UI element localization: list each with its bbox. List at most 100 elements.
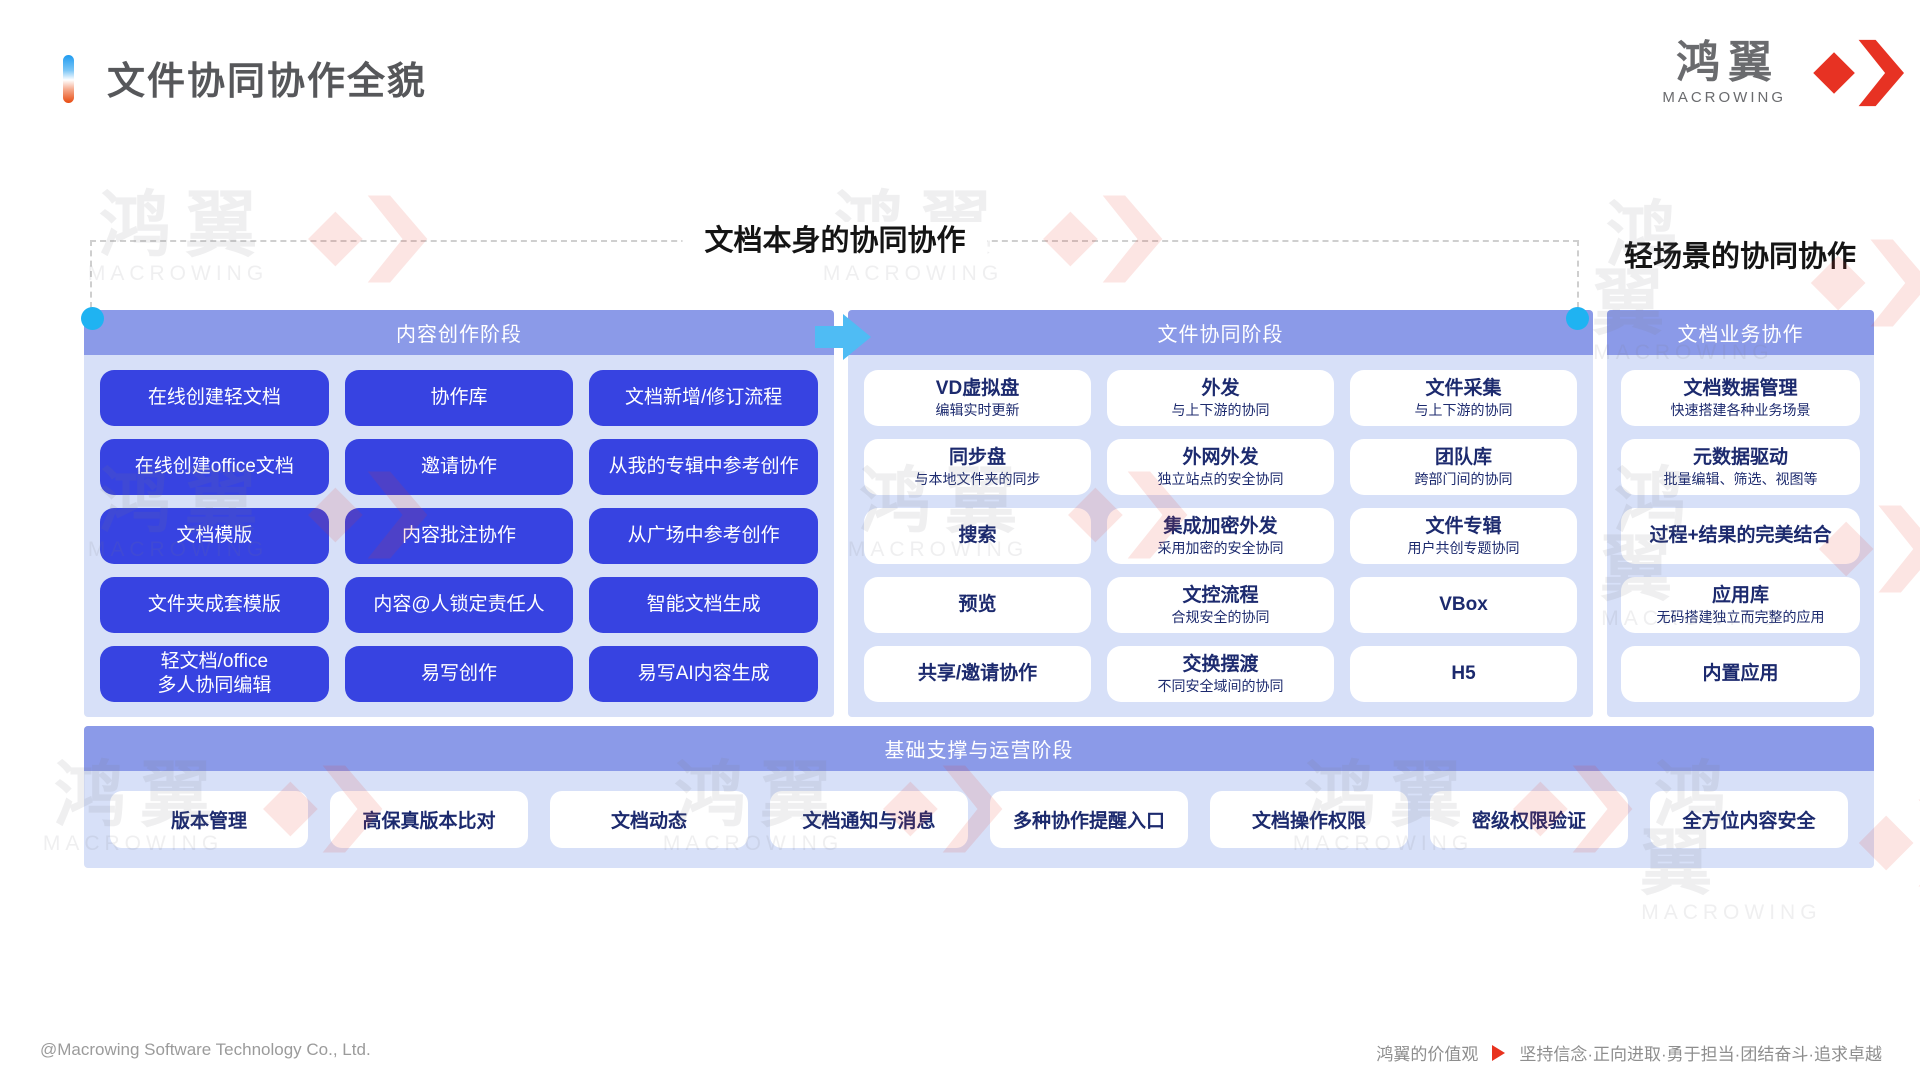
flow-arrow-icon (815, 314, 871, 360)
feature-subtitle: 编辑实时更新 (935, 401, 1020, 418)
collab-column-2: 外发 与上下游的协同 外网外发 独立站点的安全协同 集成加密外发 采用加密的安全… (1107, 370, 1334, 702)
values-label: 鸿翼的价值观 (1376, 1045, 1479, 1064)
brand-name: 鸿翼 (1676, 37, 1781, 87)
red-triangle-icon (1492, 1044, 1506, 1061)
values-text: 坚持信念·正向进取·勇于担当·团结奋斗·追求卓越 (1519, 1045, 1882, 1064)
feature-title: 同步盘 (948, 446, 1006, 468)
collab-feature-card: 共享/邀请协作 (864, 646, 1091, 702)
panel-body: 版本管理 高保真版本比对 文档动态 文档通知与消息 多种协作提醒入口 文档操作权… (84, 771, 1874, 848)
section-label-document-collab: 文档本身的协同协作 (682, 222, 988, 260)
collab-feature-card: VBox (1350, 577, 1577, 633)
feature-subtitle: 采用加密的安全协同 (1157, 539, 1284, 556)
business-feature-card: 内置应用 (1621, 646, 1860, 702)
feature-title: 过程+结果的完美结合 (1649, 524, 1832, 546)
panel-body: VD虚拟盘 编辑实时更新 同步盘 与本地文件夹的同步 搜索 预览 共享/邀请协作 (848, 355, 1593, 717)
panel-body: 文档数据管理 快速搭建各种业务场景 元数据驱动 批量编辑、筛选、视图等 过程+结… (1607, 355, 1874, 717)
feature-subtitle: 无码搭建独立而完整的应用 (1656, 608, 1825, 625)
feature-title: 应用库 (1711, 584, 1769, 606)
collab-feature-card: H5 (1350, 646, 1577, 702)
bracket-vertical-line-right (1577, 240, 1579, 308)
collab-column-1: VD虚拟盘 编辑实时更新 同步盘 与本地文件夹的同步 搜索 预览 共享/邀请协作 (864, 370, 1091, 702)
page-title: 文件协同协作全貌 (107, 61, 428, 103)
panel-content-creation: 内容创作阶段 在线创建轻文档 在线创建office文档 文档模版 文件夹成套模版… (84, 310, 834, 717)
creation-feature-box: 内容@人锁定责任人 (344, 577, 574, 633)
foundation-feature-box: 全方位内容安全 (1650, 791, 1848, 848)
feature-title: 外发 (1201, 377, 1240, 399)
feature-title: VBox (1439, 593, 1488, 615)
creation-column-2: 协作库 邀请协作 内容批注协作 内容@人锁定责任人 易写创作 (344, 370, 574, 702)
collab-feature-card: 搜索 (864, 508, 1091, 564)
creation-feature-box: 在线创建office文档 (100, 439, 329, 495)
collab-feature-card: 团队库 跨部门间的协同 (1350, 439, 1577, 495)
feature-subtitle: 与本地文件夹的同步 (914, 470, 1041, 487)
collab-feature-card: 外网外发 独立站点的安全协同 (1107, 439, 1334, 495)
panel-title: 内容创作阶段 (84, 310, 834, 355)
watermark-subtext: MACROWING (87, 262, 269, 286)
feature-subtitle: 批量编辑、筛选、视图等 (1663, 470, 1818, 487)
business-feature-card: 元数据驱动 批量编辑、筛选、视图等 (1621, 439, 1860, 495)
feature-title: 搜索 (958, 524, 997, 546)
feature-subtitle: 用户共创专题协同 (1407, 539, 1520, 556)
creation-column-3: 文档新增/修订流程 从我的专辑中参考创作 从广场中参考创作 智能文档生成 易写A… (589, 370, 819, 702)
feature-subtitle: 跨部门间的协同 (1414, 470, 1513, 487)
panel-title: 文档业务协作 (1607, 310, 1874, 355)
foundation-feature-box: 版本管理 (110, 791, 308, 848)
collab-feature-card: 文控流程 合规安全的协同 (1107, 577, 1334, 633)
copyright-text: @Macrowing Software Technology Co., Ltd. (40, 1040, 371, 1059)
creation-feature-box: 从广场中参考创作 (589, 508, 819, 564)
collab-feature-card: 文件采集 与上下游的协同 (1350, 370, 1577, 426)
feature-title: 外网外发 (1182, 446, 1259, 468)
watermark-text: 鸿翼 (99, 186, 272, 266)
foundation-feature-box: 多种协作提醒入口 (990, 791, 1188, 848)
creation-feature-box: 智能文档生成 (589, 577, 819, 633)
creation-feature-box: 文档新增/修订流程 (589, 370, 819, 426)
panel-file-collaboration: 文件协同阶段 VD虚拟盘 编辑实时更新 同步盘 与本地文件夹的同步 搜索 预览 (848, 310, 1593, 717)
brand-logo: 鸿翼 MACROWING (1662, 38, 1904, 108)
creation-feature-box: 轻文档/office 多人协同编辑 (100, 646, 329, 702)
creation-feature-box: 文档模版 (100, 508, 329, 564)
panel-body: 在线创建轻文档 在线创建office文档 文档模版 文件夹成套模版 轻文档/of… (84, 355, 834, 717)
collab-feature-card: 集成加密外发 采用加密的安全协同 (1107, 508, 1334, 564)
feature-subtitle: 不同安全域间的协同 (1157, 677, 1284, 694)
collab-feature-card: 预览 (864, 577, 1091, 633)
feature-title: 交换摆渡 (1182, 653, 1259, 675)
bracket-vertical-line-left (90, 240, 92, 308)
section-label-light-scenario: 轻场景的协同协作 (1623, 241, 1857, 273)
business-feature-card: 应用库 无码搭建独立而完整的应用 (1621, 577, 1860, 633)
feature-title: H5 (1451, 662, 1476, 684)
feature-subtitle: 与上下游的协同 (1414, 401, 1513, 418)
foundation-feature-box: 密级权限验证 (1430, 791, 1628, 848)
collab-feature-card: 文件专辑 用户共创专题协同 (1350, 508, 1577, 564)
brand-name-en: MACROWING (1662, 88, 1786, 106)
creation-feature-box: 从我的专辑中参考创作 (589, 439, 819, 495)
brand-logo-text: 鸿翼 MACROWING (1662, 37, 1786, 106)
panel-title: 基础支撑与运营阶段 (84, 726, 1874, 771)
feature-title: 文件专辑 (1425, 515, 1502, 537)
collab-feature-card: 交换摆渡 不同安全域间的协同 (1107, 646, 1334, 702)
company-values: 鸿翼的价值观 坚持信念·正向进取·勇于担当·团结奋斗·追求卓越 (1376, 1040, 1882, 1065)
creation-feature-box: 易写创作 (344, 646, 574, 702)
cyan-dot-left (81, 307, 104, 330)
business-feature-card: 过程+结果的完美结合 (1621, 508, 1860, 564)
creation-feature-box: 内容批注协作 (344, 508, 574, 564)
foundation-feature-box: 高保真版本比对 (330, 791, 528, 848)
feature-title: 预览 (958, 593, 997, 615)
feature-subtitle: 与上下游的协同 (1171, 401, 1270, 418)
feature-title: VD虚拟盘 (935, 377, 1020, 399)
creation-column-1: 在线创建轻文档 在线创建office文档 文档模版 文件夹成套模版 轻文档/of… (100, 370, 329, 702)
feature-subtitle: 合规安全的协同 (1171, 608, 1270, 625)
creation-feature-box: 易写AI内容生成 (589, 646, 819, 702)
brand-arrow-icon (1800, 38, 1904, 108)
creation-feature-box: 协作库 (344, 370, 574, 426)
feature-title: 元数据驱动 (1692, 446, 1788, 468)
watermark-subtext: MACROWING (1641, 900, 1822, 924)
creation-feature-box: 邀请协作 (344, 439, 574, 495)
panel-title: 文件协同阶段 (848, 310, 1593, 355)
business-feature-card: 文档数据管理 快速搭建各种业务场景 (1621, 370, 1860, 426)
panel-document-business: 文档业务协作 文档数据管理 快速搭建各种业务场景 元数据驱动 批量编辑、筛选、视… (1607, 310, 1874, 717)
collab-feature-card: 同步盘 与本地文件夹的同步 (864, 439, 1091, 495)
feature-title: 团队库 (1434, 446, 1492, 468)
feature-title: 文档数据管理 (1683, 377, 1798, 399)
feature-title: 文控流程 (1182, 584, 1259, 606)
